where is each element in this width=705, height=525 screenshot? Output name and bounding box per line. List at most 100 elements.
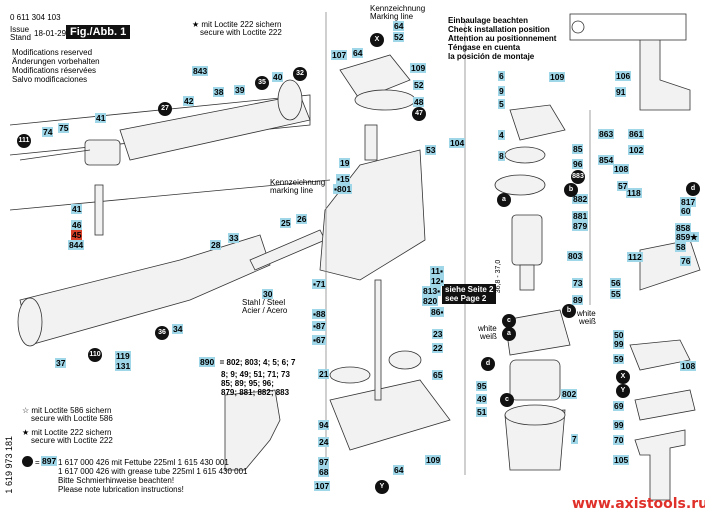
- callout-102[interactable]: 102: [628, 145, 645, 155]
- callout-35[interactable]: 35: [255, 76, 269, 90]
- callout-817[interactable]: 817: [680, 197, 697, 207]
- callout-64[interactable]: 64: [393, 21, 405, 31]
- callout-69[interactable]: 69: [613, 401, 625, 411]
- callout-28[interactable]: 28: [210, 240, 222, 250]
- callout-96[interactable]: 96: [572, 159, 584, 169]
- website-link[interactable]: www.axistools.ru: [572, 496, 705, 512]
- callout-112[interactable]: 112: [627, 252, 643, 262]
- callout-65[interactable]: 65: [432, 370, 444, 380]
- callout-97[interactable]: 97: [318, 457, 330, 467]
- callout-802[interactable]: 802: [561, 389, 578, 399]
- callout-105[interactable]: 105: [613, 455, 630, 465]
- callout-8[interactable]: 8: [498, 151, 505, 161]
- callout-52[interactable]: 52: [393, 32, 405, 42]
- callout-882[interactable]: 882: [572, 194, 589, 204]
- callout-5[interactable]: 5: [498, 99, 505, 109]
- callout-109[interactable]: 109: [410, 63, 427, 73]
- callout-4[interactable]: 4: [498, 130, 505, 140]
- callout-a[interactable]: a: [497, 193, 511, 207]
- callout-86[interactable]: 86▪: [430, 307, 445, 317]
- callout-87[interactable]: ▪87: [312, 321, 327, 331]
- callout-64[interactable]: 64: [393, 465, 405, 475]
- callout-7[interactable]: 7: [571, 434, 578, 444]
- callout-b[interactable]: b: [562, 304, 576, 318]
- callout-119[interactable]: 119: [115, 351, 131, 361]
- callout-42[interactable]: 42: [183, 96, 195, 106]
- callout-15[interactable]: ▪15: [336, 174, 351, 184]
- callout-9[interactable]: 9: [498, 86, 505, 96]
- callout-67[interactable]: ▪67: [312, 335, 327, 345]
- callout-a[interactable]: a: [502, 327, 516, 341]
- callout-71[interactable]: ▪71: [312, 279, 327, 289]
- callout-22[interactable]: 22: [432, 343, 444, 353]
- callout-108[interactable]: 108: [613, 164, 630, 174]
- callout-24[interactable]: 24: [318, 437, 330, 447]
- callout-861[interactable]: 861: [628, 129, 645, 139]
- callout-52[interactable]: 52: [413, 80, 425, 90]
- callout-41[interactable]: 41: [95, 113, 107, 123]
- callout-58[interactable]: 58: [675, 242, 687, 252]
- callout-25[interactable]: 25: [280, 218, 292, 228]
- callout-c[interactable]: c: [502, 314, 516, 328]
- callout-108[interactable]: 108: [680, 361, 697, 371]
- callout-51[interactable]: 51: [476, 407, 488, 417]
- callout-99[interactable]: 99: [613, 339, 625, 349]
- callout-897[interactable]: 897: [41, 456, 58, 466]
- callout-47[interactable]: 47: [412, 107, 426, 121]
- callout-d[interactable]: d: [686, 182, 700, 196]
- callout-858[interactable]: 858: [675, 223, 692, 233]
- callout-30[interactable]: 30: [262, 289, 274, 299]
- callout-64[interactable]: 64: [352, 48, 364, 58]
- callout-x[interactable]: X: [370, 33, 384, 47]
- callout-94[interactable]: 94: [318, 420, 330, 430]
- callout-39[interactable]: 39: [234, 85, 246, 95]
- callout-70[interactable]: 70: [613, 435, 625, 445]
- callout-48[interactable]: 48: [413, 97, 425, 107]
- callout-x[interactable]: X: [616, 370, 630, 384]
- callout-110[interactable]: 110: [88, 348, 102, 362]
- callout-41[interactable]: 41: [71, 204, 83, 214]
- callout-73[interactable]: 73: [572, 278, 584, 288]
- callout-c[interactable]: c: [500, 393, 514, 407]
- callout-803[interactable]: 803: [567, 251, 584, 261]
- callout-34[interactable]: 34: [172, 324, 184, 334]
- callout-37[interactable]: 37: [55, 358, 67, 368]
- callout-801[interactable]: ▪801: [333, 184, 353, 194]
- callout-75[interactable]: 75: [58, 123, 70, 133]
- callout-879[interactable]: 879: [572, 221, 589, 231]
- callout-844[interactable]: 844: [68, 240, 85, 250]
- callout-131[interactable]: 131: [115, 361, 132, 371]
- callout-56[interactable]: 56: [610, 278, 622, 288]
- callout-76[interactable]: 76: [680, 256, 692, 266]
- callout-88[interactable]: ▪88: [312, 309, 327, 319]
- callout-95[interactable]: 95: [476, 381, 488, 391]
- callout-881[interactable]: 881: [572, 211, 589, 221]
- callout-99[interactable]: 99: [613, 420, 625, 430]
- callout-74[interactable]: 74: [42, 127, 54, 137]
- callout-109[interactable]: 109: [549, 72, 566, 82]
- callout-57[interactable]: 57: [617, 181, 629, 191]
- callout-50[interactable]: 50: [613, 330, 625, 340]
- callout-y[interactable]: Y: [375, 480, 389, 494]
- callout-45[interactable]: 45: [71, 230, 83, 240]
- callout-890[interactable]: 890: [199, 357, 216, 367]
- callout-38[interactable]: 38: [213, 87, 225, 97]
- callout-d[interactable]: d: [481, 357, 495, 371]
- callout-107[interactable]: 107: [331, 50, 348, 60]
- callout-46[interactable]: 46: [71, 220, 83, 230]
- callout-b[interactable]: b: [564, 183, 578, 197]
- callout-27[interactable]: 27: [158, 102, 172, 116]
- callout-40[interactable]: 40: [272, 72, 284, 82]
- callout-843[interactable]: 843: [192, 66, 209, 76]
- callout-53[interactable]: 53: [425, 145, 437, 155]
- callout-21[interactable]: 21: [318, 369, 330, 379]
- callout-55[interactable]: 55: [610, 289, 622, 299]
- callout-6[interactable]: 6: [498, 71, 505, 81]
- callout-813[interactable]: 813▪: [422, 286, 442, 296]
- callout-32[interactable]: 32: [293, 67, 307, 81]
- callout-60[interactable]: 60: [680, 206, 692, 216]
- callout-109[interactable]: 109: [425, 455, 442, 465]
- callout-863[interactable]: 863: [598, 129, 615, 139]
- callout-107[interactable]: 107: [314, 481, 331, 491]
- callout-11[interactable]: 11▪: [430, 266, 444, 276]
